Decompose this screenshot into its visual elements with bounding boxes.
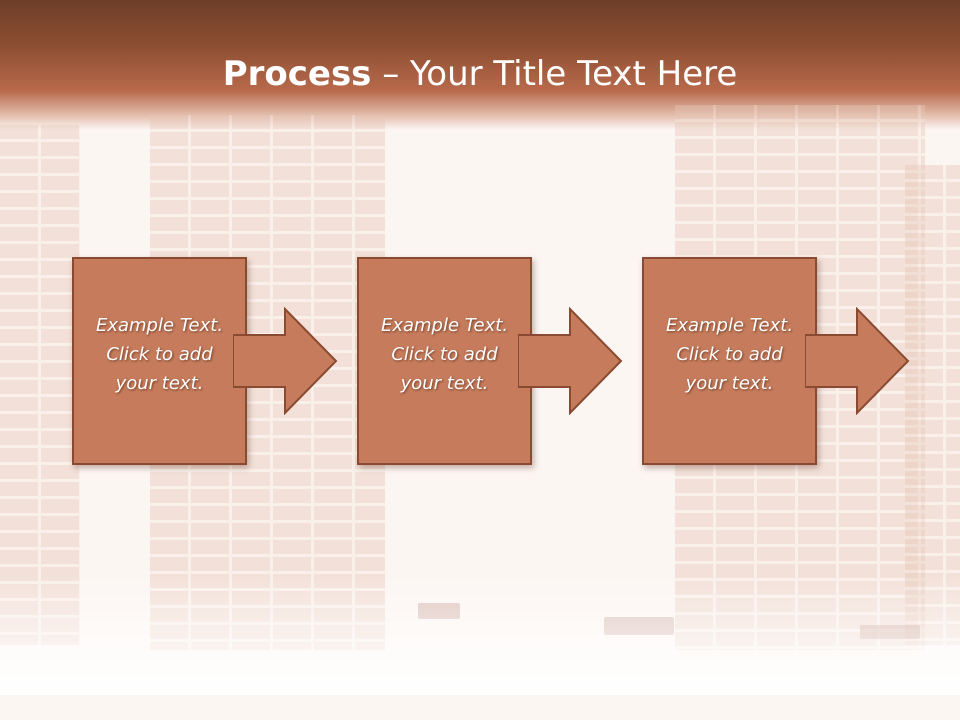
step-text: Example Text. Click to add your text.: [644, 311, 815, 398]
step-text: Example Text. Click to add your text.: [359, 311, 530, 398]
process-step-2[interactable]: Example Text. Click to add your text.: [357, 257, 532, 465]
title-rest: – Your Title Text Here: [371, 54, 738, 94]
slide-title[interactable]: Process – Your Title Text Here: [0, 52, 960, 96]
header-band: [0, 0, 960, 130]
step-line: your text.: [685, 373, 774, 394]
right-arrow-icon: [233, 307, 338, 415]
floor-fade: [0, 575, 960, 695]
brick-pillar: [905, 165, 960, 645]
step-line: your text.: [115, 373, 204, 394]
step-line: Click to add: [676, 344, 783, 365]
brick-pillar: [0, 125, 80, 645]
step-text: Example Text. Click to add your text.: [74, 311, 245, 398]
title-bold: Process: [222, 54, 372, 94]
right-arrow-icon: [805, 307, 910, 415]
step-line: Click to add: [391, 344, 498, 365]
right-arrow-icon: [518, 307, 623, 415]
step-line: Click to add: [106, 344, 213, 365]
step-line: Example Text.: [95, 315, 224, 336]
step-line: Example Text.: [380, 315, 509, 336]
process-step-3[interactable]: Example Text. Click to add your text.: [642, 257, 817, 465]
step-line: your text.: [400, 373, 489, 394]
step-line: Example Text.: [665, 315, 794, 336]
process-step-1[interactable]: Example Text. Click to add your text.: [72, 257, 247, 465]
